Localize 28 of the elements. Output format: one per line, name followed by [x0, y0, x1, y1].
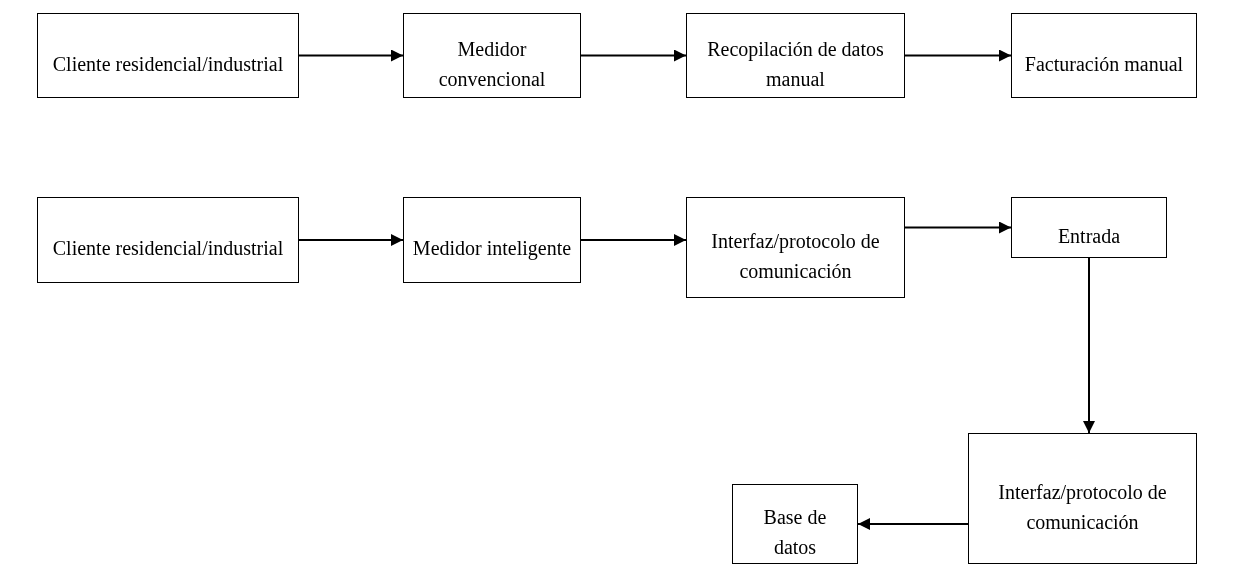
arrow	[298, 49, 404, 62]
box-label: Entrada	[1057, 223, 1121, 249]
box-label: Medidor convencional	[437, 36, 547, 92]
box-label: Interfaz/protocolo de comunicación	[997, 479, 1168, 535]
process-box	[968, 433, 1197, 564]
arrow	[580, 49, 687, 62]
arrow	[580, 234, 687, 246]
box-label: Medidor inteligente	[412, 236, 572, 262]
box-label: Base de datos	[762, 505, 828, 560]
arrow	[298, 234, 404, 246]
process-box	[37, 13, 299, 98]
process-box	[686, 13, 905, 98]
process-box	[403, 13, 581, 98]
box-label: Facturación manual	[1024, 51, 1184, 77]
arrow	[904, 49, 1012, 62]
box-label: Cliente residencial/industrial	[52, 51, 284, 77]
box-label: Recopilación de datos manual	[706, 36, 885, 92]
arrow	[904, 221, 1012, 234]
process-box	[1011, 13, 1197, 98]
process-box	[403, 197, 581, 283]
arrow	[1083, 257, 1095, 434]
process-box	[732, 484, 858, 564]
process-box	[686, 197, 905, 298]
arrow	[857, 518, 969, 530]
process-box	[37, 197, 299, 283]
box-label: Interfaz/protocolo de comunicación	[710, 228, 881, 284]
process-box	[1011, 197, 1167, 258]
box-label: Cliente residencial/industrial	[52, 236, 284, 261]
